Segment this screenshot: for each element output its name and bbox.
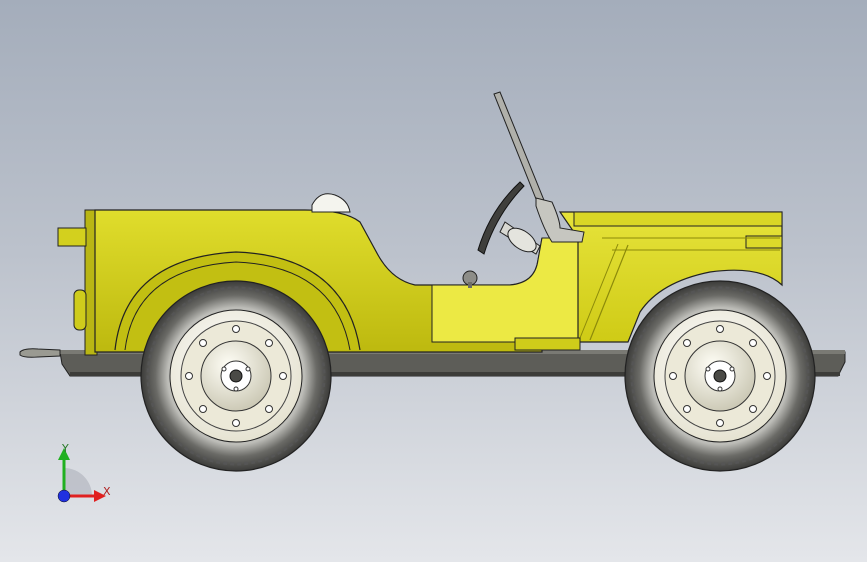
steering-wheel	[477, 181, 541, 255]
z-axis-dot-icon	[57, 489, 71, 503]
front-wheel-bolts	[185, 325, 287, 427]
front-wheel	[140, 280, 332, 472]
windshield-frame	[493, 91, 585, 243]
rear-wheel-bolts	[669, 325, 771, 427]
tow-hook	[19, 348, 61, 358]
coordinate-triad: Y X	[57, 442, 111, 503]
y-axis-arrow-icon	[58, 448, 70, 496]
rear-wheel	[624, 280, 816, 472]
triad-plane-arc	[64, 468, 92, 496]
x-axis-label: X	[103, 485, 111, 498]
y-axis-label: Y	[61, 442, 69, 455]
